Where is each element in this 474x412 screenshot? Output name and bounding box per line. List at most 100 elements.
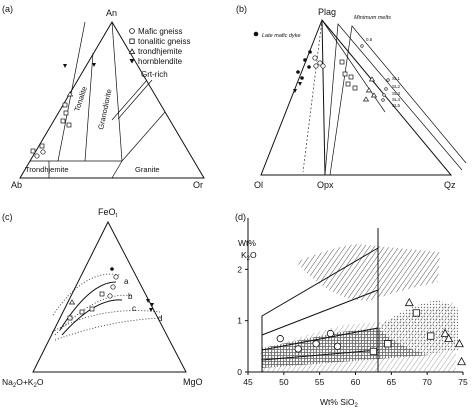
panel-a-boundary — [121, 111, 166, 162]
sio2-label: Wt% SiO — [320, 397, 355, 407]
panel-d-ylabel-line1: Wt% — [238, 238, 256, 248]
panel-a: (a) An Ab Or Tonalite Granodiorite Trond… — [2, 4, 205, 190]
panel-d-field-hatched-upper — [296, 244, 440, 301]
tonalitic-gneiss-point — [348, 74, 354, 80]
feo-label: FeO — [98, 207, 116, 217]
late-mafic-dyke-point — [300, 76, 304, 80]
x-tick-label: 75 — [458, 377, 468, 387]
panel-b-small-label: SL3 — [392, 91, 401, 96]
k2o-subscript: 2 — [33, 383, 37, 389]
trondhjemite-point — [368, 76, 376, 82]
tonalitic-gneiss-point — [60, 118, 66, 124]
mafic-gneiss-point — [313, 63, 319, 69]
hornblendite-point — [63, 64, 67, 68]
panel-d-y-ticks: 012 — [237, 264, 248, 377]
tonalitic-gneiss-point — [339, 59, 345, 65]
y-tick-label: 0 — [237, 367, 242, 377]
panel-c: (c) FeOt Na2O+K2O MgO a b c d — [2, 207, 203, 389]
marker-point — [384, 87, 388, 91]
legend-label-tonalitic-gneiss: tonalitic gneiss — [138, 37, 190, 46]
panel-a-apex-right: Or — [193, 180, 203, 190]
mafic-gneiss-point — [312, 55, 318, 61]
panel-a-callout-label: Grt-rich — [141, 70, 168, 79]
k2o-label: O+K — [16, 377, 34, 387]
mafic-gneiss-point — [107, 293, 113, 299]
tonalitic-gneiss-point — [89, 306, 95, 312]
k-subscript: 2 — [247, 256, 251, 262]
panel-a-boundary — [57, 21, 86, 162]
panel-b-legend-label: Late mafic dyke — [262, 33, 301, 39]
trondhjemite-point — [66, 91, 74, 97]
hornblendite-point — [149, 308, 153, 312]
panel-b-small-label: SL4 — [392, 97, 401, 102]
tonalitic-gneiss-point — [384, 340, 392, 348]
mafic-gneiss-point — [312, 340, 320, 348]
late-mafic-dyke-point — [308, 50, 312, 54]
panel-b-apex-top: Plag — [318, 7, 336, 17]
panel-a-apex-left: Ab — [11, 180, 22, 190]
late-mafic-dyke-point — [307, 65, 311, 69]
marker-point — [382, 93, 386, 97]
panel-a-field-granite: Granite — [135, 165, 160, 174]
panel-a-field-granodiorite: Granodiorite — [96, 88, 113, 130]
panel-b-triangle-ol-qz — [260, 19, 453, 176]
legend-symbol-triangle-down — [129, 59, 135, 64]
panel-a-points — [30, 63, 96, 159]
panel-a-legend: Mafic gneiss tonalitic gneiss trondhjemi… — [128, 27, 190, 66]
legend-label-hornblendite: hornblendite — [138, 57, 183, 66]
panel-d-points — [276, 297, 467, 366]
tonalitic-gneiss-point — [66, 122, 72, 128]
sio2-subscript: 2 — [354, 403, 358, 409]
panel-c-calcalk-bound — [54, 317, 163, 341]
panel-d-envelope — [261, 327, 379, 351]
marker-point — [381, 98, 385, 102]
tonalitic-gneiss-point — [99, 291, 105, 297]
panel-b-inner-line — [302, 19, 323, 173]
panel-b-small-label: SL1 — [392, 76, 401, 81]
panel-b: (b) Plag Ol Opx Qz Minimum melts Late ma… — [236, 4, 467, 190]
x-tick-label: 55 — [315, 377, 325, 387]
trondhjemite-point — [454, 338, 464, 348]
tonalitic-gneiss-point — [369, 347, 378, 356]
tonalitic-gneiss-point — [39, 143, 45, 149]
trondhjemite-point — [365, 87, 373, 93]
x-tick-label: 60 — [351, 377, 361, 387]
mafic-gneiss-point — [333, 342, 342, 350]
trondhjemite-point — [440, 328, 450, 337]
legend-symbol-square — [129, 38, 135, 44]
panel-c-apex-top: FeOt — [98, 207, 118, 219]
panel-a-tag: (a) — [2, 4, 13, 14]
panel-b-apex-left: Ol — [254, 180, 263, 190]
panel-d-tag: (d) — [235, 212, 246, 222]
panel-a-boundary — [111, 160, 123, 179]
panel-c-tholeiitic-bound — [52, 273, 121, 316]
panel-a-apex-top: An — [106, 8, 117, 18]
panel-d-field-grid — [262, 328, 430, 368]
panel-a-field-tonalite: Tonalite — [72, 85, 89, 112]
mafic-gneiss-point — [113, 274, 119, 280]
panel-c-trend-label-c: c — [132, 304, 136, 313]
marker-point — [386, 78, 390, 82]
k2o-label-end: O — [37, 377, 44, 387]
mafic-gneiss-point — [320, 63, 326, 69]
panel-d-xlabel: Wt% SiO2 — [320, 397, 358, 409]
panel-c-tholeiitic-bound — [54, 294, 133, 336]
panel-b-points — [293, 44, 390, 102]
trondhjemite-point — [457, 356, 467, 366]
panel-b-triangle-offset — [324, 23, 463, 176]
trondhjemite-point — [362, 96, 370, 102]
hornblendite-point — [92, 63, 96, 67]
hornblendite-point — [298, 82, 302, 86]
panel-b-legend-symbol — [253, 31, 259, 37]
legend-label-mafic-gneiss: Mafic gneiss — [138, 27, 182, 36]
trondhjemite-point — [444, 333, 454, 343]
mafic-gneiss-point — [276, 335, 284, 343]
tonalitic-gneiss-point — [412, 309, 421, 317]
mafic-gneiss-point — [110, 284, 116, 290]
panel-a-field-trondhjemite: Trondhjemite — [25, 165, 69, 174]
panel-c-calcalk-bound — [51, 310, 161, 333]
tonalitic-gneiss-point — [427, 332, 435, 340]
legend-symbol-circle — [129, 28, 135, 34]
